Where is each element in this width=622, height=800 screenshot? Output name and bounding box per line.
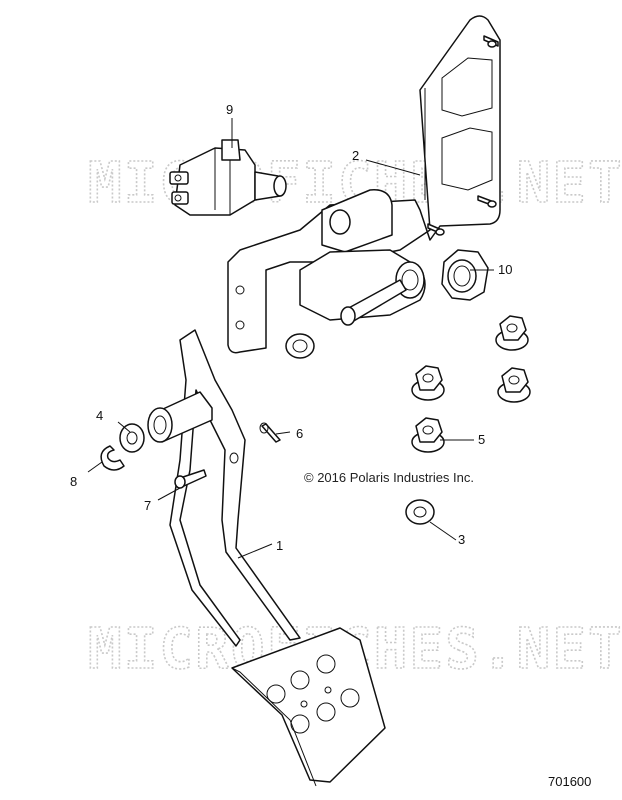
part-9-switch [169, 139, 287, 216]
callout-9: 9 [226, 102, 233, 117]
callout-5: 5 [478, 432, 485, 447]
callout-7: 7 [144, 498, 151, 513]
pedal-bushing [147, 391, 213, 443]
diagram-number: 701600 [548, 774, 591, 789]
part-8-retaining-clip [100, 445, 125, 471]
callout-6: 6 [296, 426, 303, 441]
part-5-flange-nuts [411, 315, 531, 453]
callout-3: 3 [458, 532, 465, 547]
callout-10: 10 [498, 262, 512, 277]
flange-nut-4 [411, 417, 445, 453]
callout-1: 1 [276, 538, 283, 553]
copyright-text: © 2016 Polaris Industries Inc. [304, 470, 474, 485]
part-2-mounting-bracket [227, 15, 501, 354]
callout-4: 4 [96, 408, 103, 423]
part-3-star-washer [405, 499, 435, 525]
part-7-clevis-pin [174, 469, 207, 489]
part-6-cotter-pin [259, 422, 281, 443]
callout-2: 2 [352, 148, 359, 163]
part-10-hex-nut [441, 249, 489, 301]
leader-lines [87, 118, 494, 559]
bushing-spacer [285, 333, 315, 359]
part-4-washer [119, 423, 145, 453]
flange-nut-1 [495, 315, 529, 351]
part-1-brake-pedal [169, 329, 386, 787]
flange-nut-2 [411, 365, 445, 401]
flange-nut-3 [497, 367, 531, 403]
callout-8: 8 [70, 474, 77, 489]
